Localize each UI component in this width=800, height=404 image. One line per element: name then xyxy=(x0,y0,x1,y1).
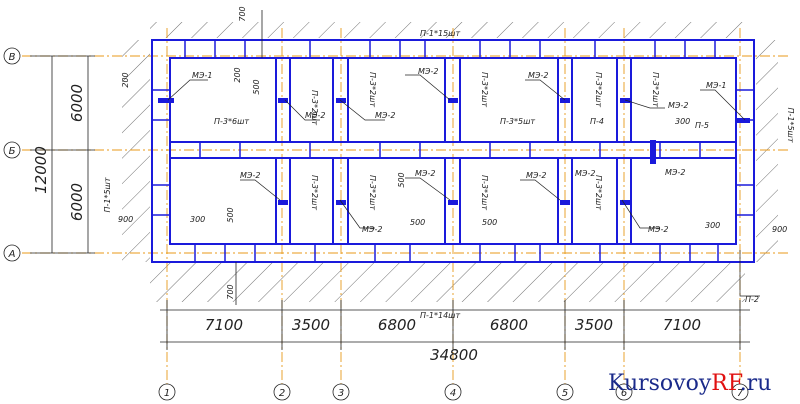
label-p3-2-e: П-3*2шт xyxy=(651,72,660,107)
axis-label-1: 1 xyxy=(164,388,170,399)
axis-label-5: 5 xyxy=(562,388,568,399)
axis-label-3: 3 xyxy=(338,388,344,399)
label-p3-2-b: П-3*2шт xyxy=(368,72,377,107)
dim-vertical-span-1: 6000 xyxy=(68,84,86,122)
axis-label-6: 6 xyxy=(621,388,627,399)
dim-span-5: 3500 xyxy=(575,316,613,334)
dim-900-left: 900 xyxy=(118,215,133,224)
label-p2: П-2 xyxy=(745,295,759,304)
dim-200-a: 200 xyxy=(121,72,130,87)
dim-span-2: 3500 xyxy=(292,316,330,334)
dim-500-b: 500 xyxy=(397,172,406,187)
label-me2-b: МЭ-2 xyxy=(375,111,395,120)
label-me2-j: МЭ-2 xyxy=(648,225,668,234)
dim-span-6: 7100 xyxy=(663,316,701,334)
dim-span-3: 6800 xyxy=(378,316,416,334)
label-p3-2-a: П-3*2шт xyxy=(310,90,319,125)
axis-label-4: 4 xyxy=(450,388,456,399)
axis-label-2: 2 xyxy=(279,388,285,399)
label-p3-2-h: П-3*2шт xyxy=(480,175,489,210)
label-me2-f: МЭ-2 xyxy=(240,171,260,180)
watermark: KursovoyRF.ru xyxy=(608,371,771,396)
watermark-part-3: .ru xyxy=(740,371,772,396)
dim-vertical-span-2: 6000 xyxy=(68,183,86,221)
label-p3-2-d: П-3*2шт xyxy=(594,72,603,107)
foundation-walls xyxy=(151,39,755,263)
label-p3-2-f: П-3*2шт xyxy=(310,175,319,210)
label-p5: П-5 xyxy=(695,121,709,130)
label-p3-6: П-3*6шт xyxy=(214,117,249,126)
dim-span-4: 6800 xyxy=(490,316,528,334)
label-me2-c: МЭ-2 xyxy=(418,67,438,76)
label-me1-a: МЭ-1 xyxy=(192,71,212,80)
dim-300-right: 300 xyxy=(705,221,720,230)
dim-900-right: 900 xyxy=(772,225,787,234)
label-me2-a: МЭ-2 xyxy=(305,111,325,120)
axis-label-b: Б xyxy=(9,146,16,157)
dim-span-1: 7100 xyxy=(205,316,243,334)
label-p3-5: П-3*5шт xyxy=(500,117,535,126)
watermark-part-2: RF xyxy=(711,371,743,396)
label-me2-l: МЭ-2 xyxy=(575,169,595,178)
label-p1-bottom: П-1*14шт xyxy=(420,311,460,320)
embedded-elements xyxy=(158,98,750,205)
leader-lines xyxy=(167,74,760,297)
axis-label-a: А xyxy=(8,249,16,260)
axis-label-v: В xyxy=(9,52,16,63)
dim-200-b: 200 xyxy=(233,67,242,82)
dim-700-top: 700 xyxy=(238,6,247,21)
watermark-part-1: Kursovoy xyxy=(608,371,712,396)
dimension-lines xyxy=(30,10,750,350)
dim-500-c: 500 xyxy=(410,218,425,227)
label-me2-d: МЭ-2 xyxy=(528,71,548,80)
dim-horizontal-total: 34800 xyxy=(430,346,478,364)
dim-500-e: 500 xyxy=(252,79,261,94)
label-p1-right: П-1*5шт xyxy=(786,107,795,142)
label-me2-h: МЭ-2 xyxy=(415,169,435,178)
axis-bubbles xyxy=(3,47,749,401)
label-p3-2-g: П-3*2шт xyxy=(368,175,377,210)
label-p1-top: П-1*15шт xyxy=(420,29,460,38)
dim-vertical-total: 12000 xyxy=(32,146,50,194)
dim-700-bottom: 700 xyxy=(226,284,235,299)
label-me1-b: МЭ-1 xyxy=(706,81,726,90)
soil-hatching xyxy=(122,22,778,302)
dim-500-a: 500 xyxy=(226,207,235,222)
label-p4: П-4 xyxy=(590,117,604,126)
label-me2-k: МЭ-2 xyxy=(665,168,685,177)
axis-label-7: 7 xyxy=(737,388,744,399)
label-p3-2-i: П-3*2шт xyxy=(594,175,603,210)
block-divisions xyxy=(152,40,754,262)
label-p3-2-c: П-3*2шт xyxy=(480,72,489,107)
dim-300-mid: 300 xyxy=(675,117,690,126)
dim-300-left: 300 xyxy=(190,215,205,224)
dim-500-d: 500 xyxy=(482,218,497,227)
label-me2-g: МЭ-2 xyxy=(362,225,382,234)
label-p1-left: П-1*5шт xyxy=(103,177,112,212)
label-me2-i: МЭ-2 xyxy=(526,171,546,180)
label-me2-e: МЭ-2 xyxy=(668,101,688,110)
